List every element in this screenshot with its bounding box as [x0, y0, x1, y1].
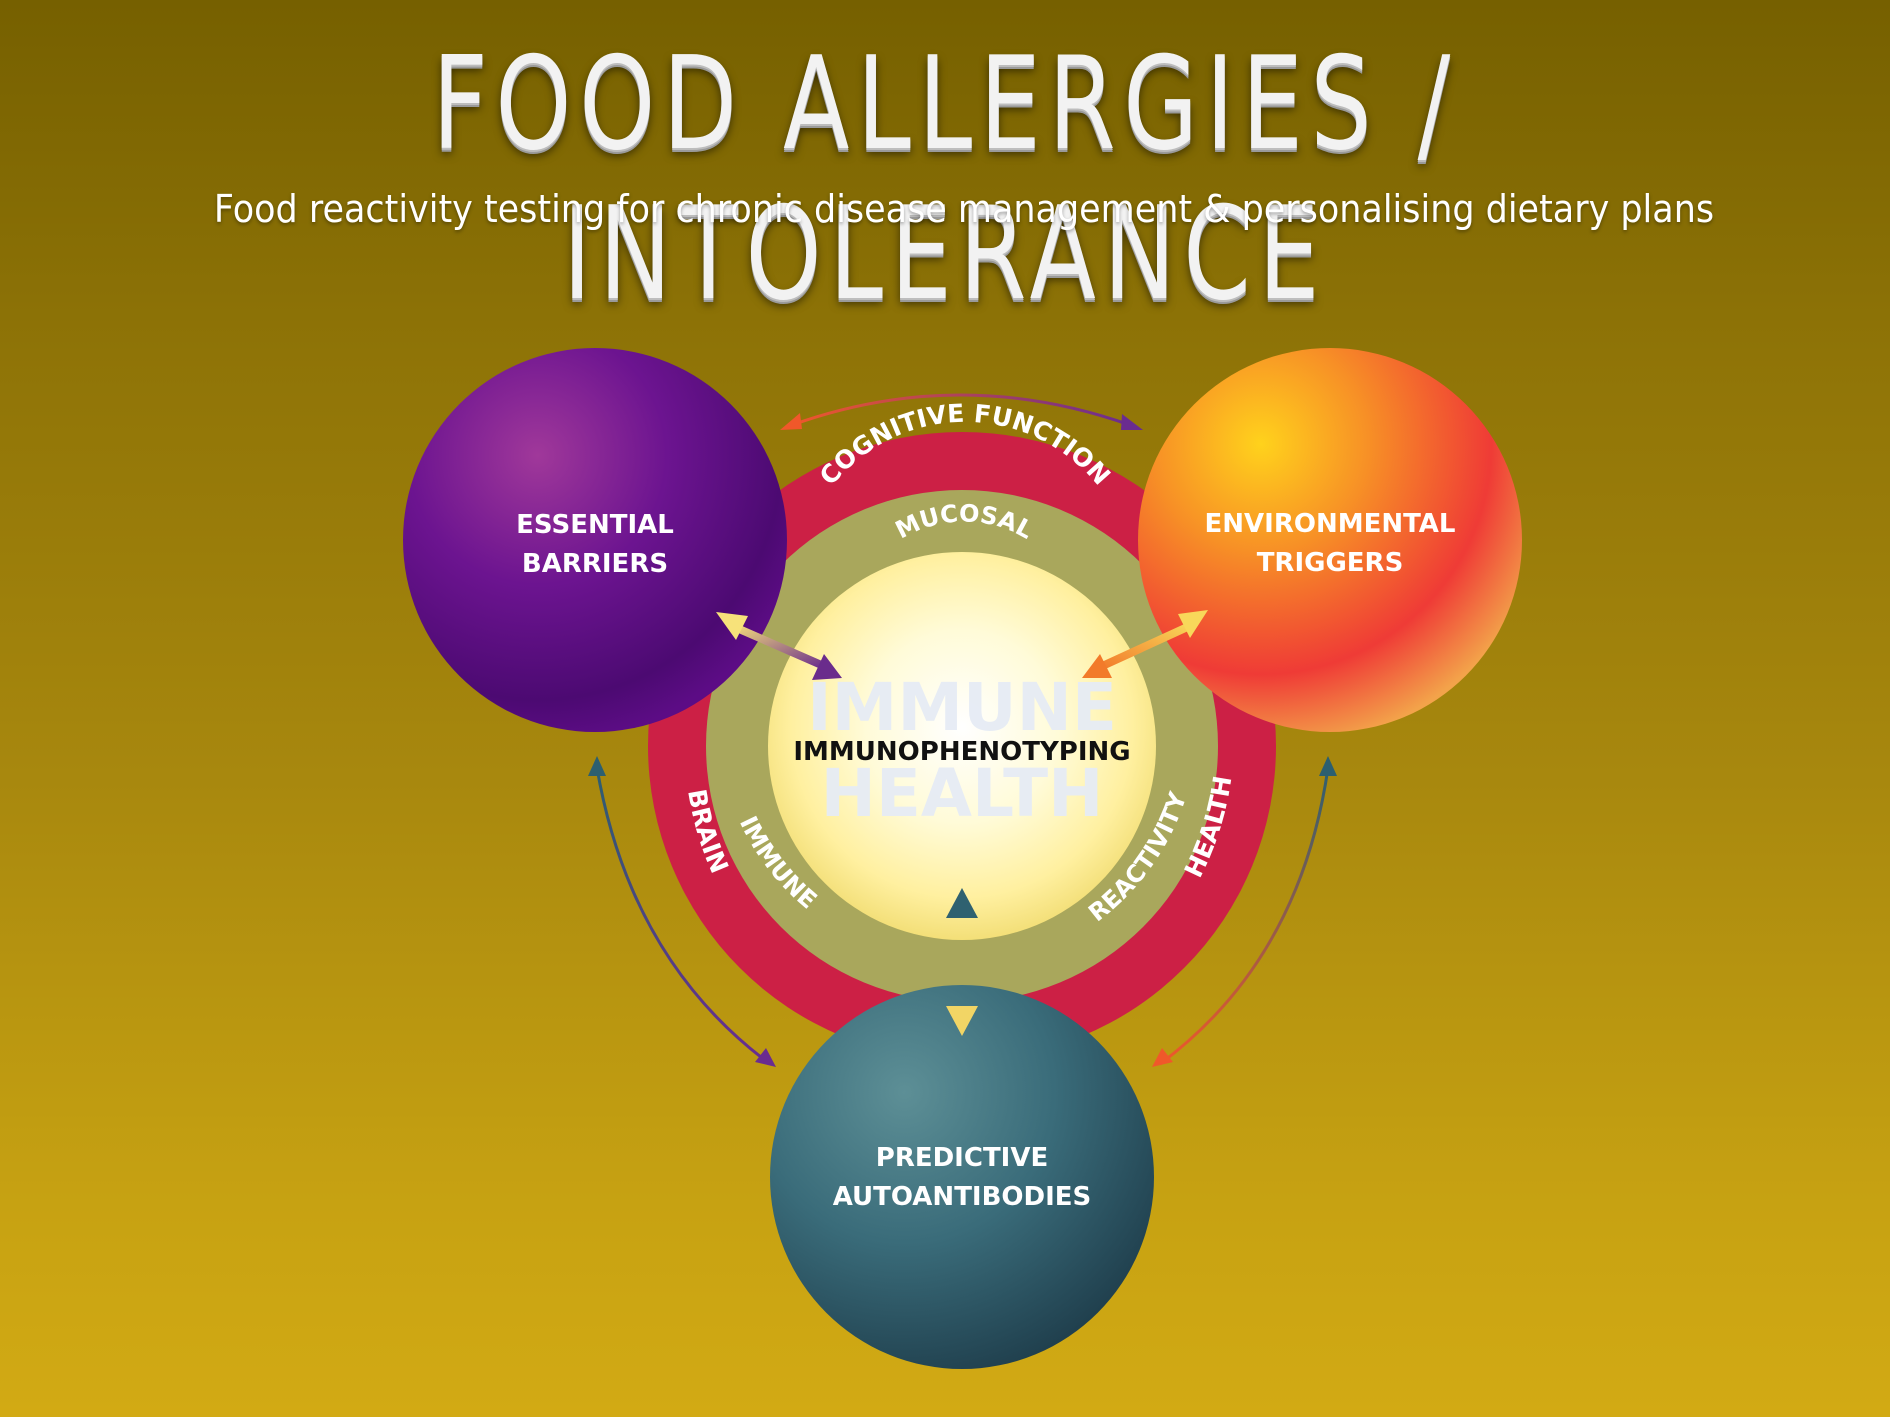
sphere-environmental-triggers-line2: TRIGGERS	[1257, 548, 1404, 578]
arrow-barriers-center	[716, 612, 842, 680]
center-watermark-immune: IMMUNE	[807, 669, 1117, 746]
arrow-triggers-center	[1082, 610, 1208, 678]
arrow-autoantibodies-center	[946, 888, 978, 1036]
sphere-essential-barriers-line1: ESSENTIAL	[516, 510, 674, 540]
arc-barriers-triggers	[791, 393, 1131, 427]
arc-arrowhead-right-top	[1319, 756, 1337, 776]
arc-barriers-autoantibodies	[595, 767, 771, 1066]
sphere-predictive-autoantibodies-line1: PREDICTIVE	[876, 1143, 1048, 1173]
arc-arrowhead-left-top	[588, 756, 606, 776]
sphere-environmental-triggers-line1: ENVIRONMENTAL	[1205, 509, 1456, 539]
sphere-predictive-autoantibodies-line2: AUTOANTIBODIES	[833, 1182, 1092, 1212]
sphere-essential-barriers-line2: BARRIERS	[522, 549, 668, 579]
arc-arrowhead-top-right	[1121, 414, 1143, 430]
center-watermark-health: HEALTH	[821, 755, 1104, 832]
center-circle	[768, 552, 1156, 940]
page-title: FOOD ALLERGIES / INTOLERANCE	[432, 30, 1458, 329]
arc-triggers-autoantibodies	[1159, 767, 1330, 1066]
center-label-immunophenotyping: IMMUNOPHENOTYPING	[793, 737, 1130, 767]
sphere-essential-barriers	[403, 348, 787, 732]
page-subtitle: Food reactivity testing for chronic dise…	[213, 187, 1715, 231]
arc-arrowhead-top-left	[780, 413, 802, 430]
arc-arrowhead-left-bottom	[755, 1048, 776, 1067]
sphere-predictive-autoantibodies	[770, 985, 1154, 1369]
sphere-environmental-triggers	[1138, 348, 1522, 732]
arc-arrowhead-right-bottom	[1152, 1048, 1173, 1067]
